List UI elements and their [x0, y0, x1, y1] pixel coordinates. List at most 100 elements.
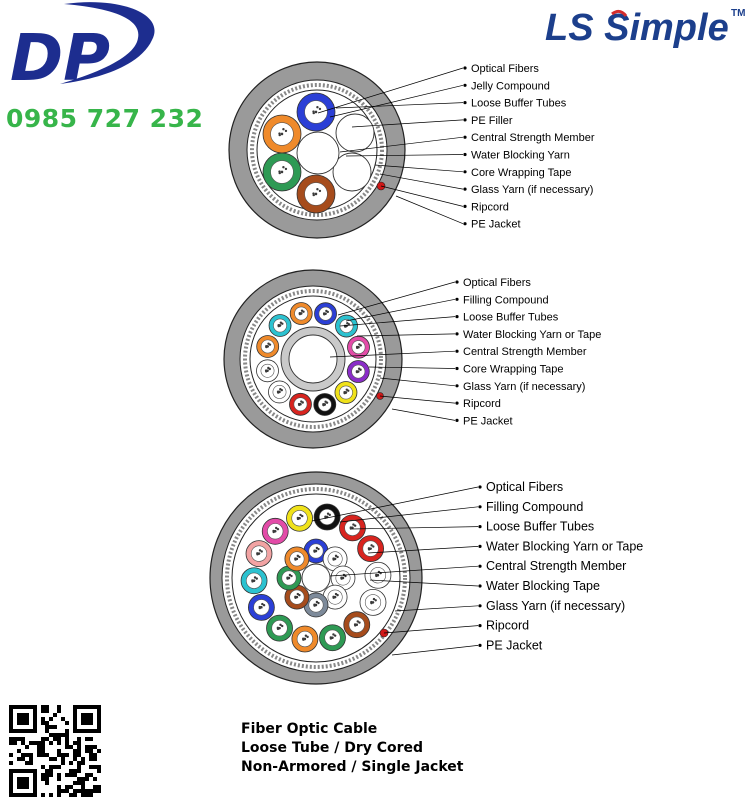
qr-module	[73, 741, 77, 745]
qr-module	[21, 737, 25, 741]
callout-line	[317, 67, 464, 114]
loose-buffer-tube	[268, 380, 291, 404]
qr-module	[93, 765, 97, 769]
qr-module	[17, 749, 21, 753]
callout-line	[345, 298, 456, 322]
optical-fiber	[356, 620, 359, 623]
callout-label: PE Jacket	[471, 219, 521, 231]
loose-buffer-tube	[291, 625, 319, 653]
qr-module	[49, 773, 53, 777]
qr-module	[57, 777, 61, 781]
qr-module	[61, 789, 65, 793]
qr-module	[49, 717, 53, 721]
qr-module	[93, 785, 97, 789]
qr-module	[81, 761, 85, 765]
loose-buffer-tube	[322, 546, 348, 572]
loose-buffer-tube	[256, 335, 280, 358]
qr-module	[45, 737, 49, 741]
optical-fiber	[266, 369, 269, 372]
callout-line	[383, 625, 479, 634]
qr-module	[89, 737, 93, 741]
qr-module	[85, 777, 89, 781]
callout-dot	[455, 366, 459, 371]
callout-line	[356, 333, 456, 337]
callout-line	[335, 102, 464, 109]
qr-module	[89, 793, 93, 797]
qr-module	[25, 761, 29, 765]
qr-module	[41, 773, 45, 777]
qr-module	[77, 737, 81, 741]
callout-label: PE Jacket	[463, 415, 513, 427]
optical-fiber	[300, 312, 303, 315]
callout-dot	[463, 83, 467, 87]
optical-fiber	[299, 403, 302, 406]
optical-fiber	[281, 322, 284, 325]
ls-simple-tm: TM	[731, 8, 745, 19]
qr-module	[49, 733, 53, 737]
callout-line	[391, 408, 456, 421]
callout-line	[329, 565, 479, 577]
loose-buffer-tube	[266, 614, 293, 642]
callout-line	[345, 154, 464, 157]
optical-fiber	[357, 346, 360, 349]
qr-module	[85, 793, 89, 797]
qr-module	[61, 753, 65, 757]
qr-module	[21, 741, 25, 745]
qr-module	[49, 769, 53, 773]
callout-label: Loose Buffer Tubes	[463, 312, 559, 324]
qr-module	[89, 757, 93, 761]
optical-fiber	[333, 634, 337, 637]
optical-fiber	[295, 557, 299, 561]
qr-module	[53, 737, 57, 741]
qr-module	[97, 769, 101, 773]
loose-buffer-tube	[276, 565, 302, 591]
qr-module	[77, 777, 81, 781]
optical-fiber	[274, 530, 277, 533]
optical-fiber	[302, 310, 305, 313]
callout-dot	[455, 315, 459, 319]
qr-module	[53, 733, 57, 737]
qr-module	[77, 765, 81, 769]
callout-line	[368, 366, 456, 369]
qr-module	[77, 749, 81, 753]
qr-module	[93, 789, 97, 793]
qr-module	[89, 753, 93, 757]
qr-module	[65, 721, 69, 725]
qr-module	[89, 765, 93, 769]
qr-module	[77, 745, 81, 749]
optical-fiber	[258, 549, 262, 552]
optical-fiber	[282, 127, 285, 131]
qr-module	[61, 757, 65, 761]
optical-fiber	[298, 517, 301, 520]
qr-module	[41, 765, 45, 769]
qr-module	[65, 789, 69, 793]
optical-fiber	[314, 192, 318, 196]
qr-module	[77, 741, 81, 745]
core-wrapping-tape	[250, 83, 384, 217]
callout-label: PE Filler	[471, 115, 513, 127]
qr-module	[85, 749, 89, 753]
callout-label: Glass Yarn (if necessary)	[463, 381, 585, 393]
callout-dot	[455, 332, 459, 336]
optical-fiber	[301, 514, 304, 518]
loose-buffer-tube	[247, 593, 275, 621]
qr-module	[41, 745, 45, 749]
qr-module	[97, 785, 101, 789]
qr-module	[53, 765, 57, 769]
optical-fiber	[268, 343, 272, 346]
qr-module	[69, 769, 73, 773]
qr-finder-core	[17, 777, 29, 789]
callout-dot	[455, 384, 459, 388]
optical-fiber	[369, 547, 372, 550]
qr-module	[77, 769, 81, 773]
loose-buffer-tube	[289, 392, 312, 416]
optical-fiber	[278, 626, 281, 630]
qr-module	[73, 773, 77, 777]
qr-module	[93, 753, 97, 757]
optical-fiber	[344, 391, 348, 394]
qr-module	[81, 757, 85, 761]
callout-line	[395, 195, 464, 225]
caption-line-1: Fiber Optic Cable	[241, 721, 378, 737]
